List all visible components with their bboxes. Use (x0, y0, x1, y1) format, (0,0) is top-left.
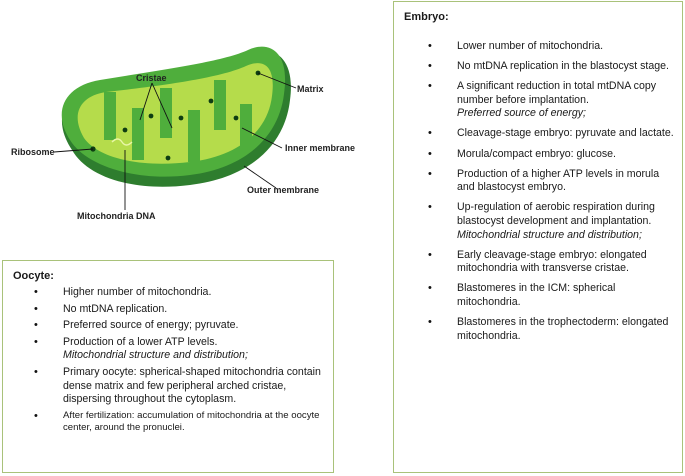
oocyte-item: No mtDNA replication. (34, 303, 325, 317)
leader-lines (53, 72, 297, 210)
embryo-item: Lower number of mitochondria. (428, 40, 674, 54)
embryo-item: Morula/compact embryo: glucose. (428, 148, 674, 162)
label-mitochondria-dna: Mitochondria DNA (77, 211, 156, 221)
label-ribosome: Ribosome (11, 147, 55, 157)
mitochondrion-illustration (53, 46, 297, 210)
embryo-item: Cleavage-stage embryo: pyruvate and lact… (428, 127, 674, 141)
embryo-item: Up-regulation of aerobic respiration dur… (428, 201, 674, 228)
oocyte-item: Production of a lower ATP levels. (34, 336, 325, 350)
embryo-item: A significant reduction in total mtDNA c… (428, 80, 674, 107)
oocyte-title: Oocyte: (13, 270, 54, 282)
oocyte-item: After fertilization: accumulation of mit… (34, 410, 325, 435)
oocyte-item: Preferred source of energy; pyruvate. (34, 319, 325, 333)
embryo-item: Blastomeres in the trophectoderm: elonga… (428, 316, 674, 343)
mtdna-strand (111, 138, 133, 146)
embryo-item: Early cleavage-stage embryo: elongated m… (428, 249, 674, 276)
embryo-note: Preferred source of energy; (457, 107, 586, 120)
mitochondrion-diagram: Cristae Matrix Ribosome Inner membrane O… (0, 0, 380, 235)
embryo-title: Embryo: (404, 11, 449, 23)
label-matrix: Matrix (297, 84, 324, 94)
embryo-list: Lower number of mitochondria. No mtDNA r… (428, 40, 674, 343)
label-cristae: Cristae (136, 73, 167, 83)
embryo-item: Production of a higher ATP levels in mor… (428, 168, 674, 195)
oocyte-item: Higher number of mitochondria. (34, 286, 325, 300)
cristae-folds (104, 80, 252, 162)
oocyte-item: Primary oocyte: spherical-shaped mitocho… (34, 366, 325, 407)
matrix-dots (90, 70, 261, 161)
oocyte-note: Mitochondrial structure and distribution… (63, 349, 248, 362)
label-outer-membrane: Outer membrane (247, 185, 320, 195)
embryo-item: Blastomeres in the ICM: spherical mitoch… (428, 282, 674, 309)
embryo-item: No mtDNA replication in the blastocyst s… (428, 60, 674, 74)
label-inner-membrane: Inner membrane (285, 143, 356, 153)
embryo-note: Mitochondrial structure and distribution… (457, 228, 642, 241)
oocyte-panel: Oocyte: Higher number of mitochondria. N… (2, 260, 334, 473)
embryo-panel: Embryo: Lower number of mitochondria. No… (393, 1, 683, 473)
oocyte-list: Higher number of mitochondria. No mtDNA … (34, 286, 325, 435)
